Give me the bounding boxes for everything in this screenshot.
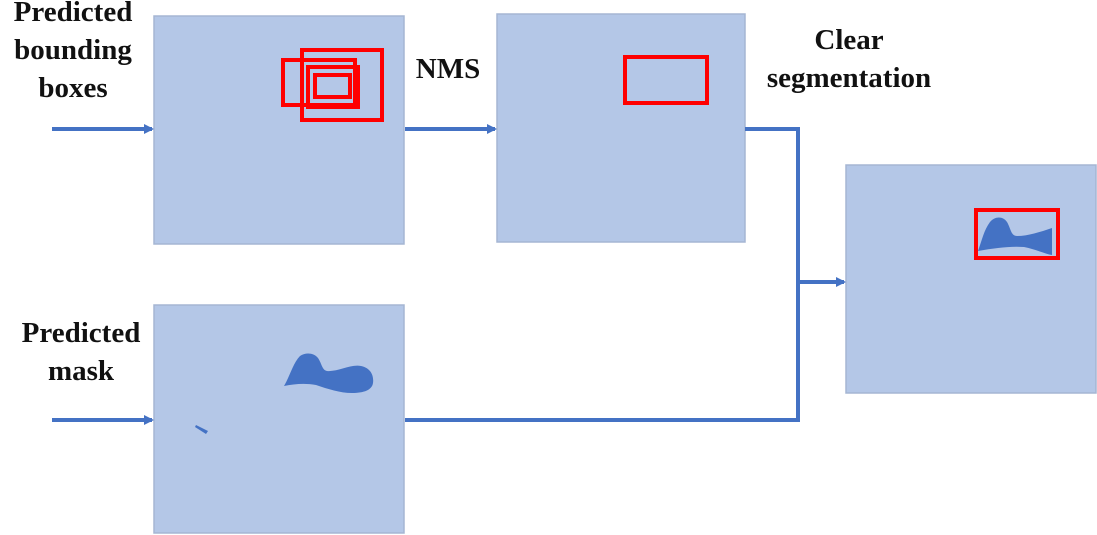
label-line: bounding [14, 34, 132, 66]
nms-bounding-box [623, 55, 709, 105]
predicted-bounding-boxes-label: Predicted bounding boxes [0, 0, 146, 107]
bounding-box [306, 65, 360, 109]
label-line: Predicted [21, 317, 141, 349]
bounding-box [300, 48, 384, 122]
mask-artifact [195, 425, 208, 434]
connector-nms-to-merge [745, 127, 800, 282]
panel-predicted-boxes [153, 15, 405, 245]
predicted-mask-blob [284, 353, 374, 393]
clear-segmentation-label: Clear segmentation [750, 21, 948, 97]
panel-predicted-mask [153, 304, 405, 534]
predicted-mask-label: Predicted mask [4, 314, 158, 390]
segmentation-bounding-box [974, 208, 1060, 260]
label-line: boxes [38, 72, 108, 104]
panel-nms-result [496, 13, 746, 243]
label-line: Clear [814, 24, 884, 56]
overlapping-bounding-boxes [281, 48, 384, 122]
label-line: Predicted [13, 0, 133, 28]
panel-clear-segmentation [845, 164, 1097, 394]
nms-label: NMS [406, 50, 490, 88]
connector-mask-to-merge [405, 282, 800, 422]
label-line: NMS [415, 53, 481, 85]
bounding-box [313, 73, 352, 99]
label-line: mask [47, 355, 115, 387]
segmented-mask-blob [978, 217, 1052, 255]
label-line: segmentation [766, 62, 932, 94]
